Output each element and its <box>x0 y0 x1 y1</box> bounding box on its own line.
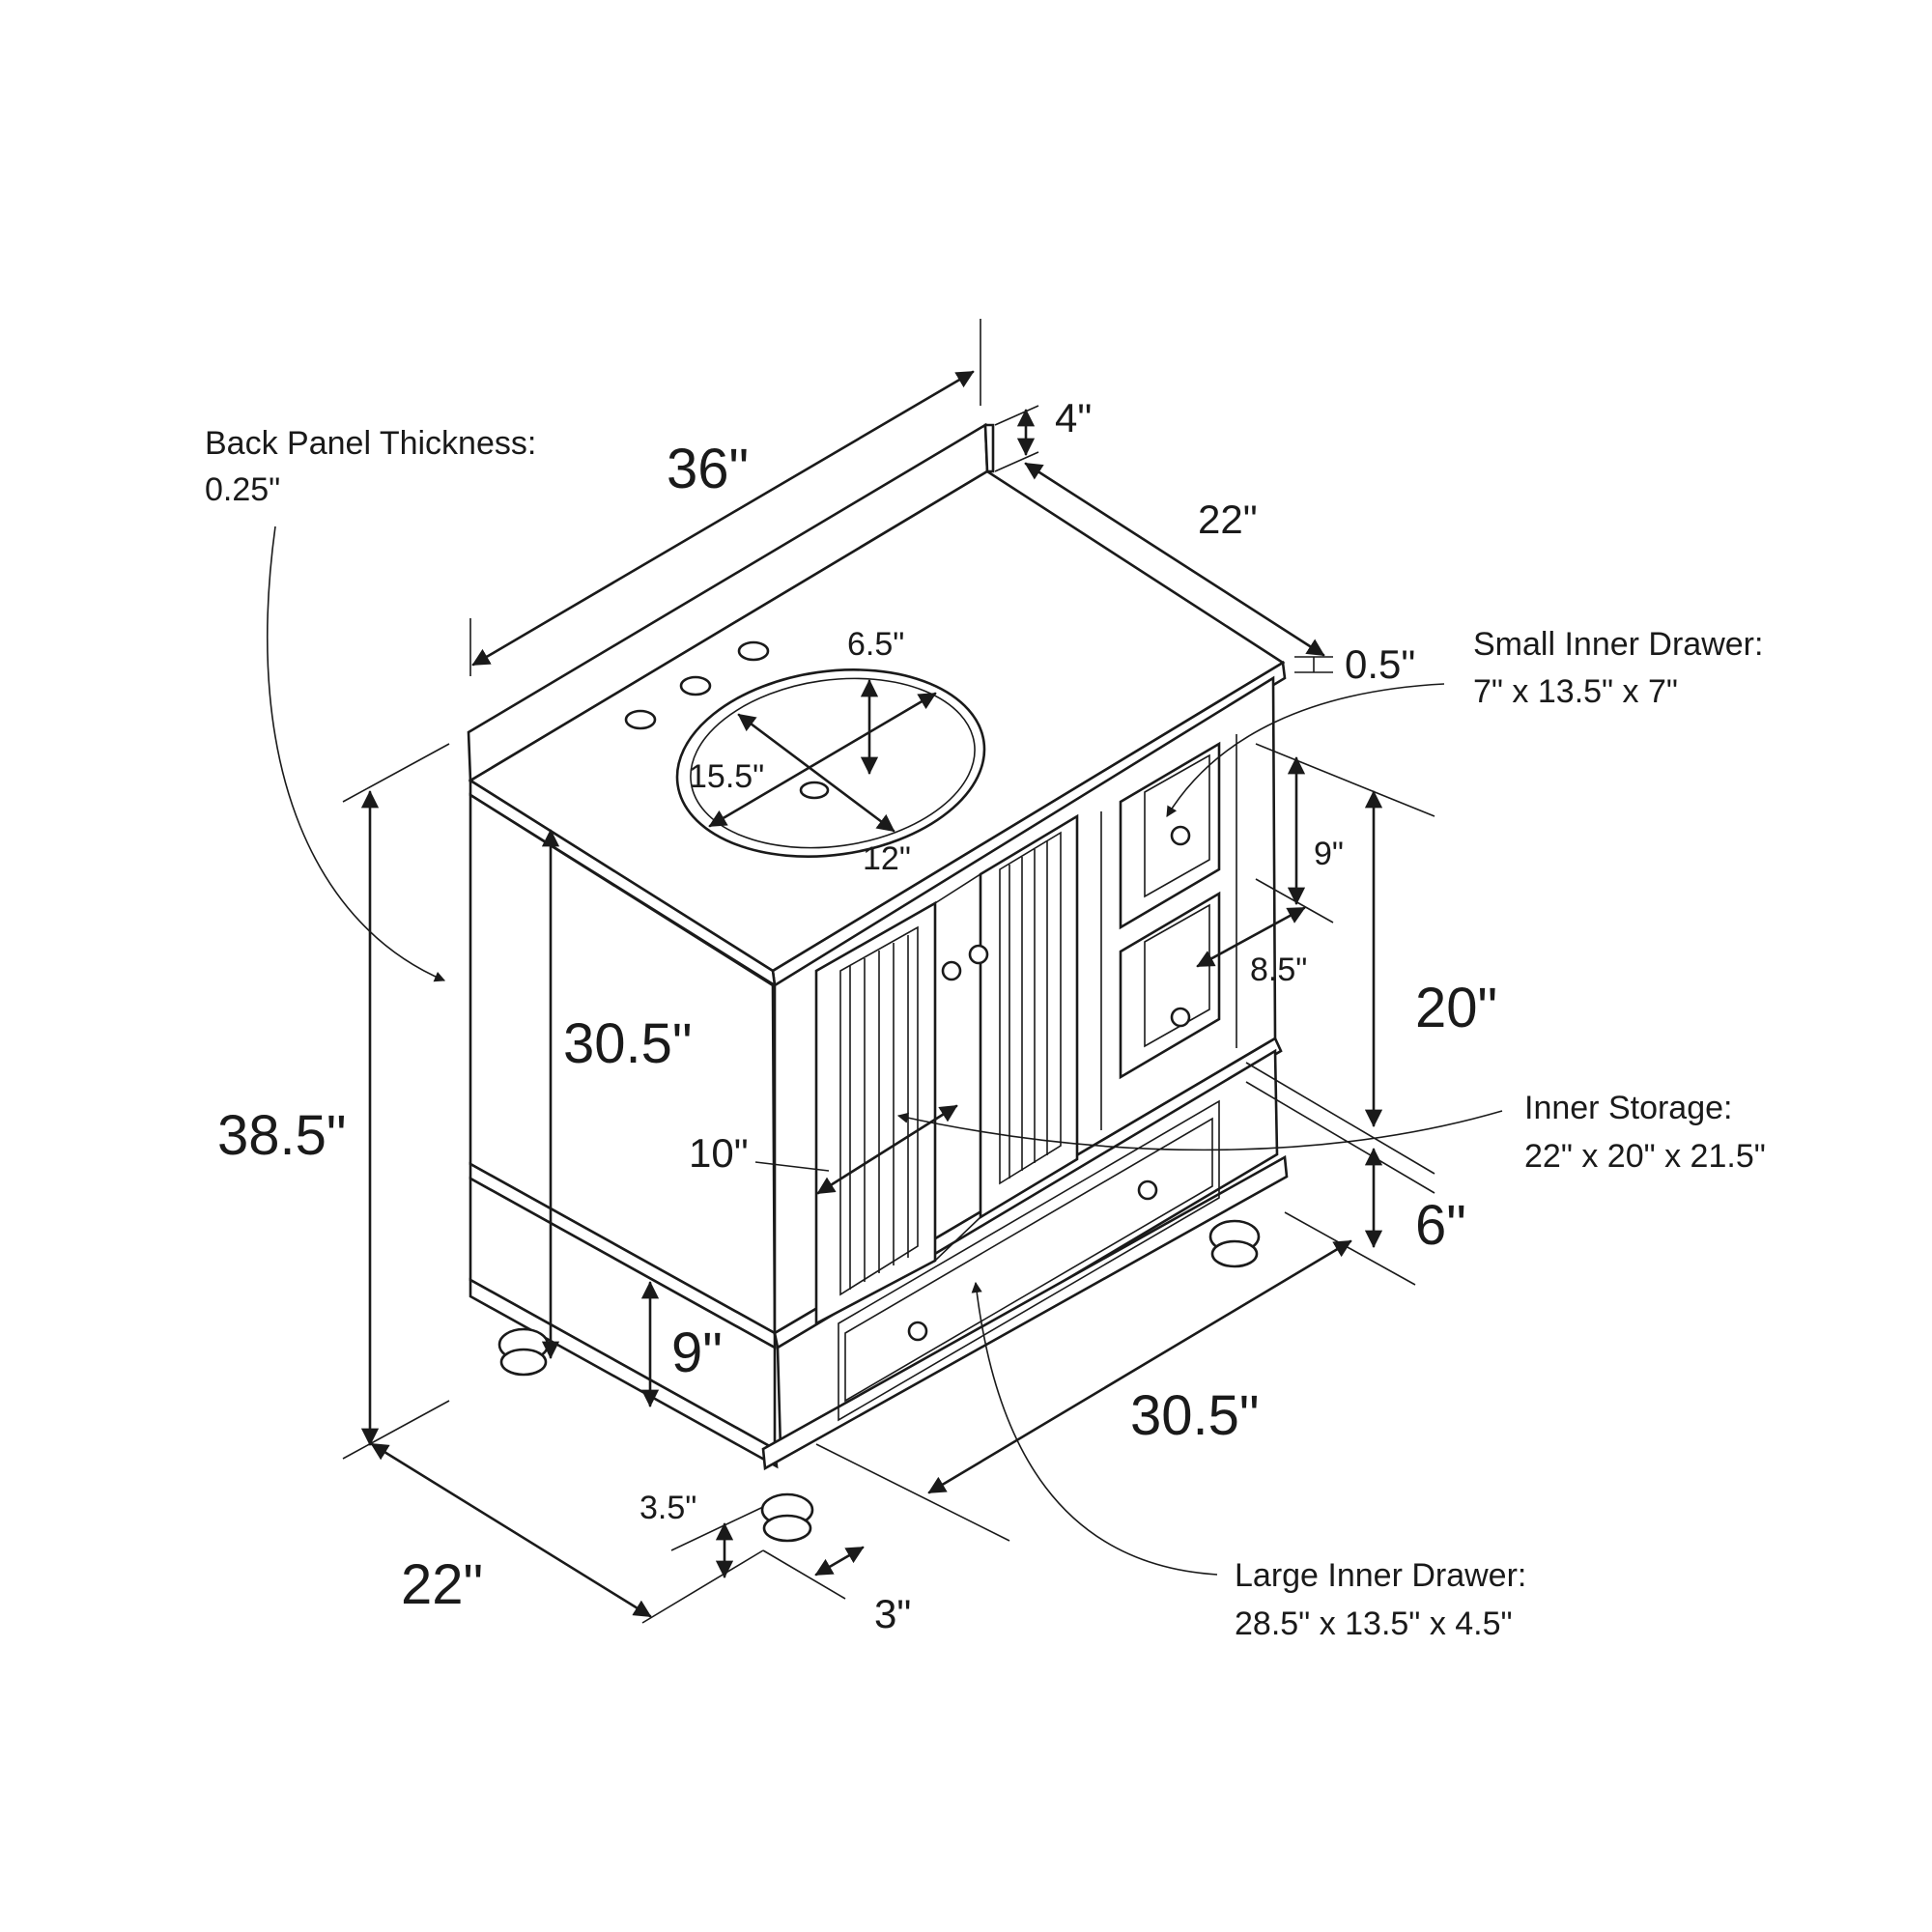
right-door <box>979 813 1079 1220</box>
dimension-labels: 36" 4" 22" 0.5" 6.5" 15.5" 12" 38.5" 30.… <box>217 395 1497 1636</box>
dim-faucet-spacing: 6.5" <box>847 626 904 663</box>
dim-sink-length: 15.5" <box>689 758 764 795</box>
cabinet-outline <box>467 422 1289 1543</box>
dim-overall-height: 38.5" <box>217 1104 346 1167</box>
leader-lines <box>266 526 1503 1576</box>
large-bottom-drawer <box>838 1099 1220 1422</box>
dim-backsplash-height: 4" <box>1055 395 1092 440</box>
door-knob <box>968 944 989 965</box>
dim-top-thickness: 0.5" <box>1345 641 1415 687</box>
drawer-knob <box>1170 1007 1191 1028</box>
dim-foot-height: 3.5" <box>639 1490 696 1526</box>
drawer-knob <box>1170 825 1191 846</box>
back-panel-leader <box>266 526 446 982</box>
dim-right-height: 20" <box>1415 977 1497 1039</box>
small-drawer-value: 7" x 13.5" x 7" <box>1473 673 1678 710</box>
dim-door-width: 10" <box>689 1130 749 1176</box>
foot <box>1208 1219 1261 1268</box>
foot <box>760 1492 814 1543</box>
large-drawer-title: Large Inner Drawer: <box>1235 1557 1526 1594</box>
faucet-hole <box>624 709 657 730</box>
inner-storage-leader <box>896 1110 1503 1151</box>
dim-bottom-depth: 22" <box>401 1553 483 1616</box>
drawer-knob <box>907 1321 928 1342</box>
dim-cabinet-height: 30.5" <box>563 1012 692 1075</box>
foot <box>497 1327 550 1377</box>
back-panel-title: Back Panel Thickness: <box>205 425 536 462</box>
back-panel-value: 0.25" <box>205 471 280 508</box>
dim-base-height: 6" <box>1415 1194 1466 1257</box>
inner-storage-value: 22" x 20" x 21.5" <box>1524 1138 1766 1175</box>
inner-storage-title: Inner Storage: <box>1524 1090 1732 1126</box>
dim-bottom-drawer-height: 9" <box>671 1321 723 1384</box>
small-drawer-title: Small Inner Drawer: <box>1473 626 1763 663</box>
large-drawer-leader <box>971 1281 1218 1576</box>
small-drawer-leader <box>1166 683 1445 817</box>
dim-base-width: 30.5" <box>1130 1384 1259 1447</box>
faucet-hole <box>679 675 712 696</box>
drawer-knob <box>1137 1179 1158 1201</box>
annotation-notes: Back Panel Thickness: 0.25" Small Inner … <box>205 425 1766 1642</box>
dim-width: 36" <box>667 438 749 500</box>
dim-foot-width: 3" <box>874 1591 911 1636</box>
dim-small-drawer-height: 9" <box>1314 836 1344 872</box>
dim-top-depth: 22" <box>1198 497 1258 542</box>
door-knob <box>941 960 962 981</box>
large-drawer-value: 28.5" x 13.5" x 4.5" <box>1235 1605 1513 1642</box>
dim-small-drawer-width: 8.5" <box>1250 952 1307 988</box>
dimension-lines <box>342 319 1435 1624</box>
dim-sink-width: 12" <box>863 840 911 877</box>
sink-basin <box>675 668 986 858</box>
